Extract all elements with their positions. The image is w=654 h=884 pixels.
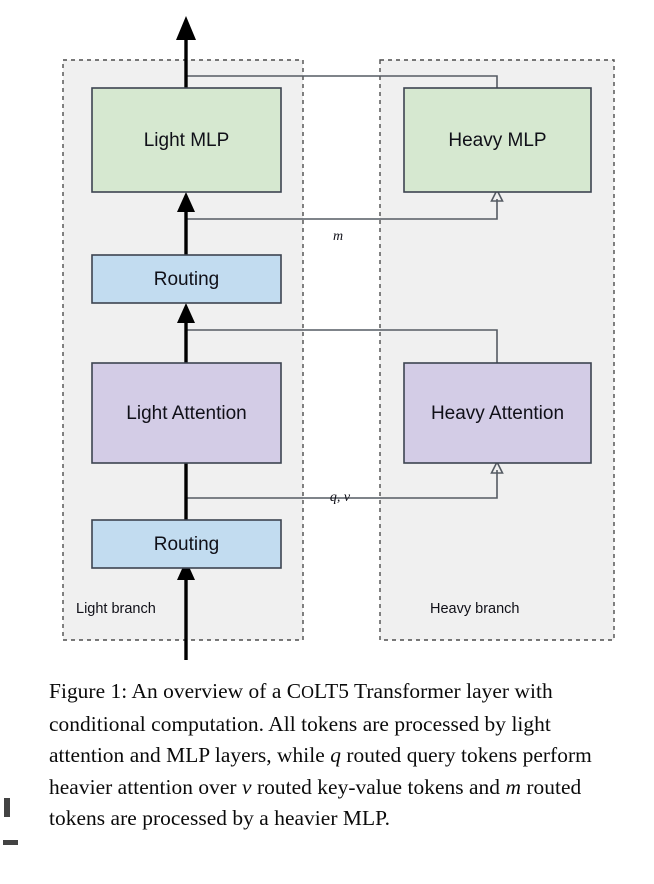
page-margin-artifact-lower [3, 840, 18, 845]
heavy-attention-label: Heavy Attention [431, 403, 564, 424]
light-mlp-label: Light MLP [144, 130, 230, 151]
node-heavy-attention[interactable]: Heavy Attention [403, 362, 592, 464]
heavy-branch-label: Heavy branch [430, 601, 519, 617]
edge-label-m: m [333, 229, 343, 244]
light-branch-label: Light branch [76, 601, 156, 617]
arrowhead-output [176, 16, 196, 40]
arrowhead-heavy-mlp-in [490, 188, 504, 202]
heavy-mlp-box[interactable] [403, 87, 592, 193]
connector-routing-top-to-heavy-mlp [186, 199, 498, 220]
arrowhead-routing-bottom-in [177, 560, 195, 580]
light-attention-box[interactable] [91, 362, 282, 464]
connector-routing-bottom-to-heavy-attention [186, 470, 498, 499]
heavy-mlp-label: Heavy MLP [448, 130, 546, 151]
page-margin-artifact-upper [4, 798, 10, 817]
node-routing-bottom[interactable]: Routing [91, 519, 282, 569]
node-heavy-mlp[interactable]: Heavy MLP [403, 87, 592, 193]
node-routing-top[interactable]: Routing [91, 254, 282, 304]
arrowhead-routing-top-in [177, 303, 195, 323]
figure-caption-text: Figure 1: An overview of a COLT5 Transfo… [49, 679, 592, 831]
colt5-layer-diagram: Light MLP Heavy MLP Routing Light Attent… [62, 16, 615, 660]
arrowhead-heavy-attention-in [490, 460, 504, 474]
figure-caption: Figure 1: An overview of a COLT5 Transfo… [49, 676, 614, 835]
routing-bottom-label: Routing [154, 534, 220, 555]
node-light-mlp[interactable]: Light MLP [91, 87, 282, 193]
light-mlp-box[interactable] [91, 87, 282, 193]
node-light-attention[interactable]: Light Attention [91, 362, 282, 464]
routing-bottom-box[interactable] [91, 519, 282, 569]
heavy-attention-box[interactable] [403, 362, 592, 464]
routing-top-box[interactable] [91, 254, 282, 304]
routing-top-label: Routing [154, 269, 220, 290]
light-attention-label: Light Attention [126, 403, 246, 424]
edge-label-q-v: q, v [330, 490, 351, 505]
connector-heavy-attention-to-light-trunk [186, 329, 498, 363]
connector-heavy-mlp-to-output-trunk [186, 75, 498, 88]
arrowhead-light-mlp-in [177, 192, 195, 212]
